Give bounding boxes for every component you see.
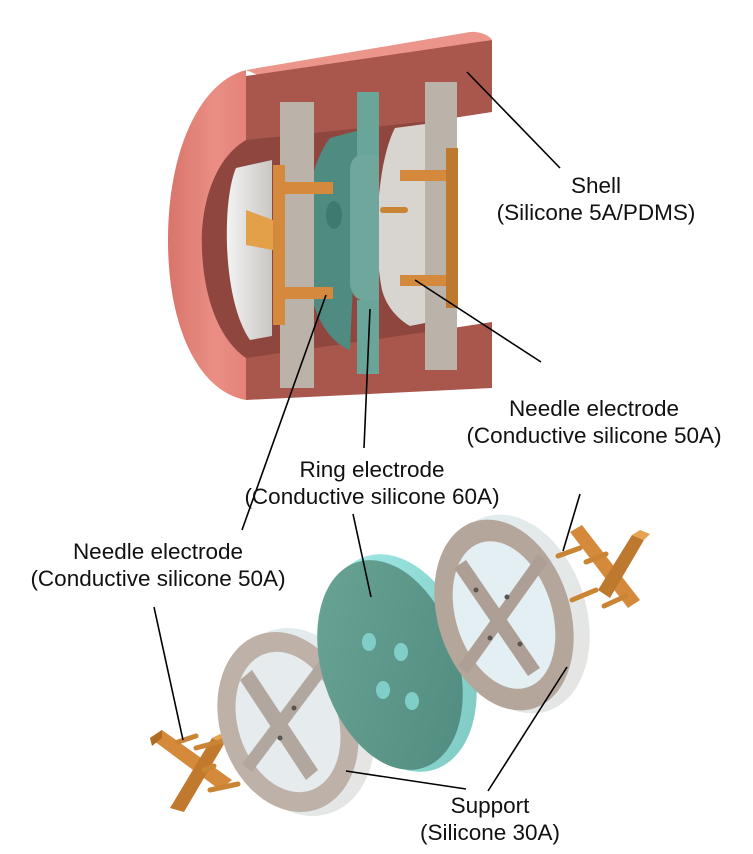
- label-ring-material: (Conductive silicone 60A): [244, 484, 500, 509]
- cavity-support-interior: [226, 160, 272, 340]
- ring-electrode-hole: [362, 633, 376, 651]
- leader-line-ring-exploded: [352, 513, 372, 598]
- label-support-name: Support: [450, 793, 530, 818]
- leader-line-shell: [466, 71, 561, 169]
- label-needle-left-name: Needle electrode: [72, 539, 244, 564]
- ring-electrode-hole: [376, 681, 390, 699]
- support-disk-exploded-right: [434, 514, 590, 714]
- ring-electrode-hole: [405, 692, 419, 710]
- label-needle-electrode-left: Needle electrode (Conductive silicone 50…: [8, 538, 308, 592]
- support-slab-left: [280, 102, 314, 388]
- leader-line-needle-left-exploded: [153, 606, 184, 741]
- label-ring-electrode: Ring electrode (Conductive silicone 60A): [222, 456, 522, 510]
- label-needle-left-material: (Conductive silicone 50A): [30, 566, 286, 591]
- leader-lines: [153, 71, 581, 792]
- ring-hole: [326, 201, 342, 229]
- needle-electrode-exploded-left: [150, 730, 241, 812]
- label-support: Support (Silicone 30A): [380, 792, 600, 846]
- label-needle-right-name: Needle electrode: [508, 396, 680, 421]
- cutaway-assembly: [168, 31, 492, 400]
- needle-electrode-assembled-left: [246, 165, 333, 325]
- leader-line-support-left: [345, 770, 467, 790]
- ring-electrode-hole: [394, 643, 408, 661]
- leader-line-support-right: [487, 666, 568, 792]
- leader-line-needle-right: [414, 279, 542, 363]
- label-needle-electrode-right: Needle electrode (Conductive silicone 50…: [444, 395, 744, 449]
- needle-electrode-assembled-right: [380, 148, 458, 308]
- leader-line-needle-left: [241, 294, 327, 531]
- ring-electrode-slab-mid: [350, 155, 379, 300]
- label-needle-right-material: (Conductive silicone 50A): [466, 423, 722, 448]
- needle-electrode-exploded-right: [555, 525, 650, 609]
- shell-top-face: [246, 31, 492, 78]
- label-support-material: (Silicone 30A): [419, 820, 561, 845]
- leader-line-needle-right-exploded: [562, 493, 581, 552]
- leader-line-ring: [363, 308, 371, 449]
- label-shell: Shell (Silicone 5A/PDMS): [476, 172, 716, 226]
- label-ring-name: Ring electrode: [299, 457, 445, 482]
- label-shell-name: Shell: [570, 173, 622, 198]
- label-shell-material: (Silicone 5A/PDMS): [496, 200, 696, 225]
